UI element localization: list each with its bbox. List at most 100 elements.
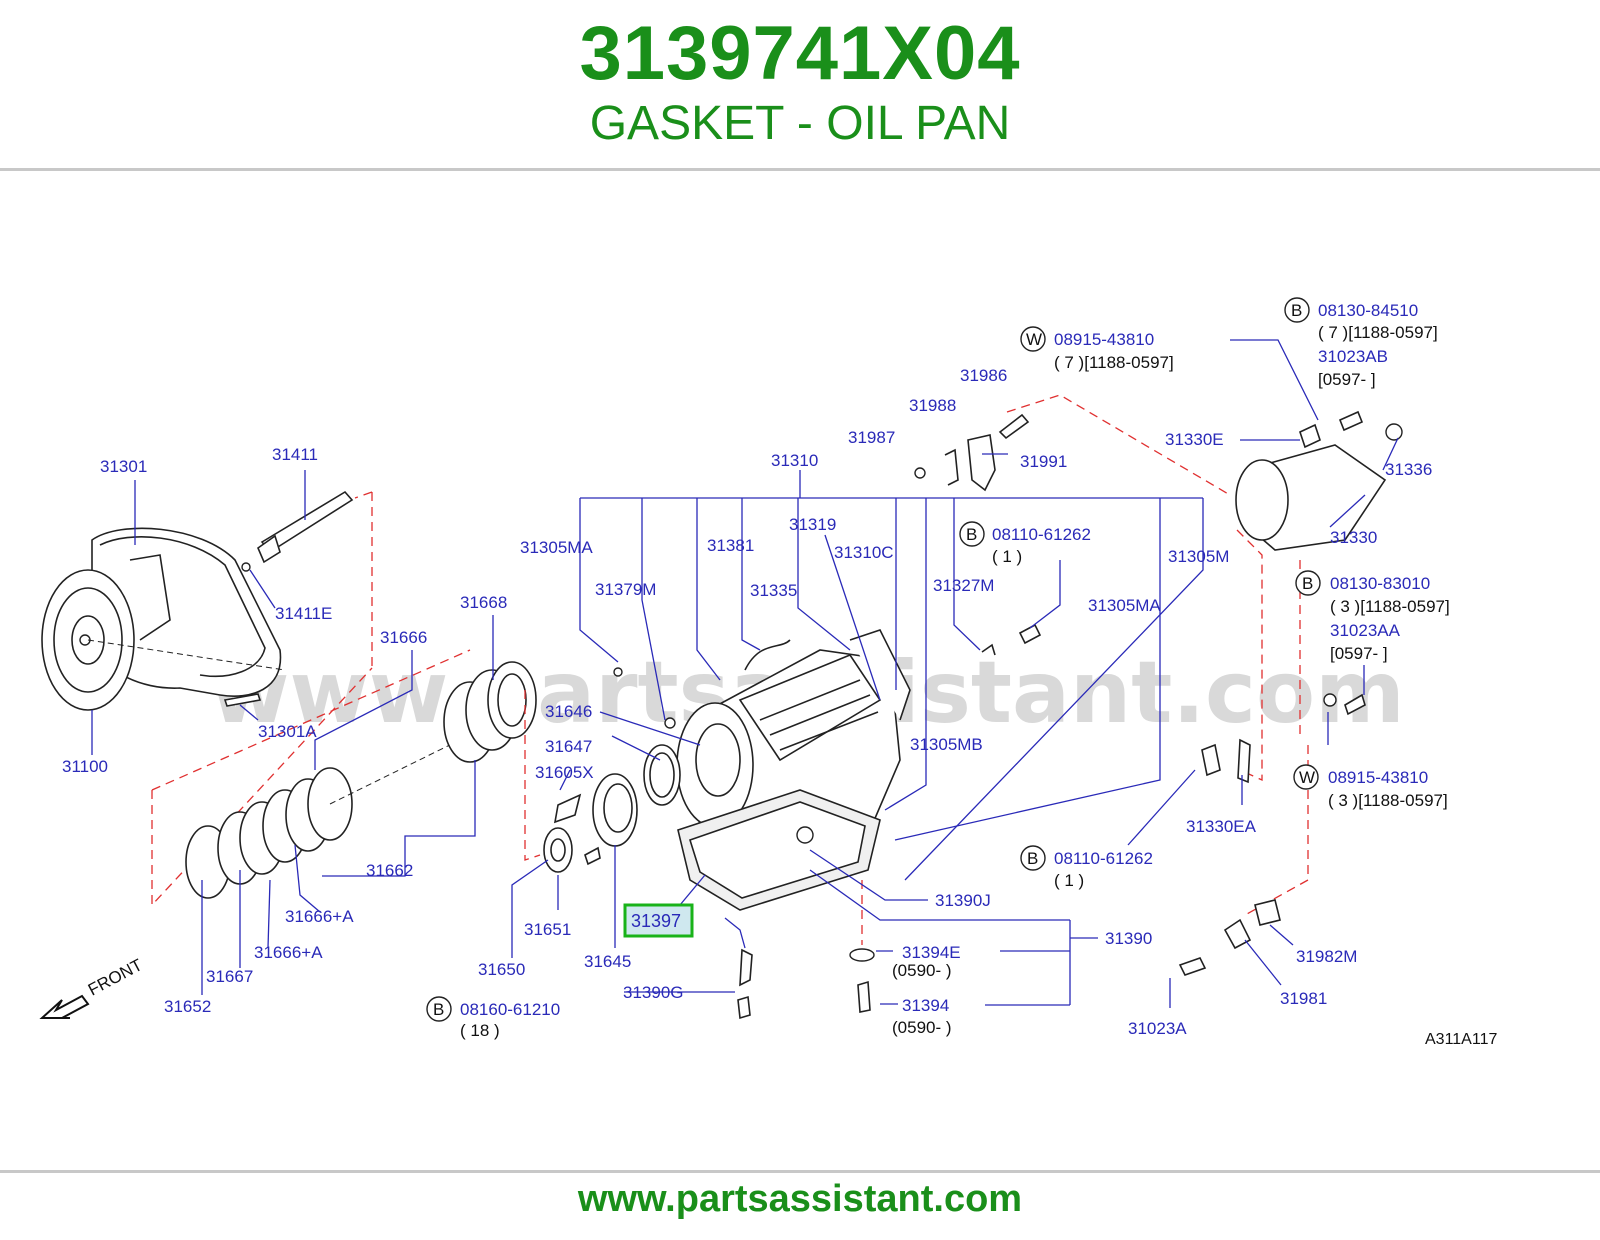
- transmission-case-illustration: [676, 629, 911, 911]
- page-header: 3139741X04 GASKET - OIL PAN: [0, 0, 1600, 168]
- part-label[interactable]: 31319: [789, 515, 836, 534]
- part-label[interactable]: 31379M: [595, 580, 656, 599]
- input-shaft-illustration: [241, 490, 354, 572]
- part-label[interactable]: 31336: [1385, 460, 1432, 479]
- part-label[interactable]: 08110-61262: [992, 525, 1091, 544]
- badge-b-circle: [1284, 297, 1310, 323]
- part-label[interactable]: 31330E: [1165, 430, 1224, 449]
- part-label-31397[interactable]: 31397: [631, 911, 681, 931]
- part-label[interactable]: 31645: [584, 952, 631, 971]
- extension-housing-illustration: [1235, 410, 1403, 716]
- front-label: FRONT: [85, 955, 146, 999]
- small-parts-illustration: [613, 413, 1042, 729]
- part-label[interactable]: 31605X: [535, 763, 594, 782]
- part-label[interactable]: 31310: [771, 451, 818, 470]
- part-label[interactable]: 31023AA: [1330, 621, 1401, 640]
- badge-b: B: [1302, 574, 1313, 593]
- part-label[interactable]: 31305MB: [910, 735, 983, 754]
- badge-b-circle: [1020, 845, 1046, 871]
- part-note: ( 1 ): [1054, 871, 1084, 890]
- part-labels: 31301 31411 31411E 31100 31301A 31668 31…: [62, 301, 1497, 1048]
- seal-rings-illustration: [543, 744, 681, 873]
- part-label[interactable]: 31305MA: [520, 538, 593, 557]
- part-label[interactable]: 31310C: [834, 543, 894, 562]
- part-label[interactable]: 08915-43810: [1328, 768, 1428, 787]
- part-label[interactable]: 31330EA: [1186, 817, 1257, 836]
- part-label[interactable]: 31381: [707, 536, 754, 555]
- part-note: ( 3 )[1188-0597]: [1330, 597, 1450, 616]
- part-label[interactable]: 31986: [960, 366, 1007, 385]
- part-note: ( 18 ): [460, 1021, 500, 1040]
- footer-divider: [0, 1170, 1600, 1173]
- part-label[interactable]: 31023AB: [1318, 347, 1388, 366]
- badges: [426, 297, 1321, 1022]
- part-label[interactable]: 08915-43810: [1054, 330, 1154, 349]
- badge-b-circle: [1295, 570, 1321, 596]
- part-label[interactable]: 31667: [206, 967, 253, 986]
- highlighted-part-box[interactable]: [623, 903, 694, 938]
- diagram-code: A311A117: [1425, 1031, 1497, 1048]
- part-label[interactable]: 31023A: [1128, 1019, 1187, 1038]
- part-label[interactable]: 31988: [909, 396, 956, 415]
- part-label[interactable]: 31394E: [902, 943, 961, 962]
- badge-w-circle: [1293, 764, 1319, 790]
- part-label[interactable]: 31662: [366, 861, 413, 880]
- part-label[interactable]: 31305MA: [1088, 596, 1161, 615]
- part-note: [0597- ]: [1318, 370, 1376, 389]
- converter-housing-illustration: [41, 527, 286, 711]
- part-label[interactable]: 31301: [100, 457, 147, 476]
- part-note: [0597- ]: [1330, 644, 1388, 663]
- part-label[interactable]: 31646: [545, 702, 592, 721]
- part-label[interactable]: 31652: [164, 997, 211, 1016]
- part-label[interactable]: 31651: [524, 920, 571, 939]
- part-label[interactable]: 31666+A: [285, 907, 354, 926]
- part-label[interactable]: 31100: [62, 757, 108, 776]
- badge-w: W: [1026, 330, 1042, 349]
- part-note: ( 7 )[1188-0597]: [1054, 353, 1174, 372]
- leader-lines: [91, 339, 1399, 1008]
- part-label[interactable]: 31301A: [258, 722, 317, 741]
- part-label[interactable]: 31411E: [275, 604, 332, 623]
- badge-w-circle: [1020, 326, 1046, 352]
- badge-b: B: [433, 1000, 444, 1019]
- part-label[interactable]: 31982M: [1296, 947, 1357, 966]
- part-label[interactable]: 31327M: [933, 576, 994, 595]
- part-label[interactable]: 31335: [750, 581, 797, 600]
- part-label[interactable]: 31390: [1105, 929, 1152, 948]
- badge-b: B: [1027, 849, 1038, 868]
- badge-b: B: [966, 525, 977, 544]
- part-label[interactable]: 31650: [478, 960, 525, 979]
- part-label[interactable]: 31647: [545, 737, 592, 756]
- part-label[interactable]: 31390G: [623, 983, 684, 1002]
- part-note: ( 3 )[1188-0597]: [1328, 791, 1448, 810]
- clutch-pack-illustration: [185, 661, 537, 899]
- part-label[interactable]: 08160-61210: [460, 1000, 560, 1019]
- badge-b: B: [1291, 301, 1302, 320]
- part-number: 3139741X04: [579, 11, 1021, 96]
- part-label[interactable]: 08130-83010: [1330, 574, 1430, 593]
- badge-b-circle: [426, 996, 452, 1022]
- part-label[interactable]: 31981: [1280, 989, 1327, 1008]
- part-label[interactable]: 08130-84510: [1318, 301, 1418, 320]
- part-label[interactable]: 31394: [902, 996, 949, 1015]
- part-label[interactable]: 31390J: [935, 891, 991, 910]
- part-label[interactable]: 31666: [380, 628, 427, 647]
- part-label[interactable]: 31668: [460, 593, 507, 612]
- lower-parts-illustration: [584, 738, 1281, 1020]
- badge-b-circle: [959, 521, 985, 547]
- part-note: ( 7 )[1188-0597]: [1318, 323, 1438, 342]
- front-arrow: FRONT: [39, 955, 146, 1019]
- part-label[interactable]: 31330: [1330, 528, 1377, 547]
- header-divider: [0, 168, 1600, 171]
- part-label[interactable]: 31411: [272, 445, 318, 464]
- part-note: ( 1 ): [992, 547, 1022, 566]
- part-note: (0590- ): [892, 1018, 952, 1037]
- part-label[interactable]: 31666+A: [254, 943, 323, 962]
- part-name: GASKET - OIL PAN: [589, 97, 1011, 150]
- footer-url[interactable]: www.partsassistant.com: [577, 1178, 1023, 1220]
- part-label[interactable]: 08110-61262: [1054, 849, 1153, 868]
- part-label[interactable]: 31305M: [1168, 547, 1229, 566]
- part-label[interactable]: 31987: [848, 428, 895, 447]
- part-label[interactable]: 31991: [1020, 452, 1067, 471]
